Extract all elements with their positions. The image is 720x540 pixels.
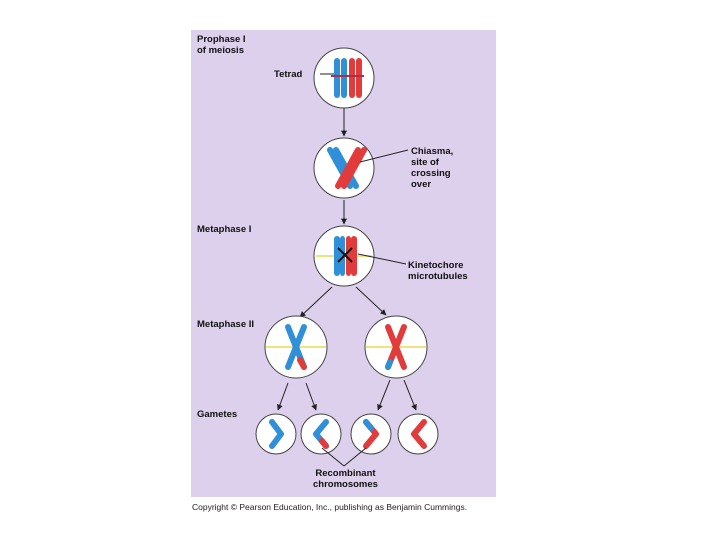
- gamete-2: [300, 413, 342, 455]
- gamete-3: [350, 413, 392, 455]
- chiasma-label: Chiasma, site of crossing over: [411, 146, 454, 190]
- recombinant-leader-right: [343, 447, 367, 467]
- arrow-3: [299, 286, 333, 318]
- chiasma-leader: [359, 149, 409, 163]
- copyright-notice: Copyright © Pearson Education, Inc., pub…: [192, 502, 468, 512]
- stage-label-metaphase-2: Metaphase II: [197, 319, 255, 330]
- stage-label-prophase: Prophase I of meiosis: [197, 34, 246, 56]
- arrow-8: [403, 379, 417, 411]
- cell-metaphase-2-left: [264, 315, 328, 379]
- arrow-6: [305, 382, 317, 411]
- recombinant-leader-left: [321, 447, 345, 467]
- cell-prophase-tetrad: [313, 47, 375, 109]
- arrow-7: [377, 379, 391, 411]
- cell-metaphase-2-right: [364, 315, 428, 379]
- cell-chiasma: [313, 137, 375, 199]
- kinetochore-leader: [357, 253, 407, 265]
- gamete-1: [255, 413, 297, 455]
- kinetochore-label: Kinetochore microtubules: [408, 260, 468, 282]
- tetrad-label: Tetrad: [274, 69, 303, 80]
- gamete-4: [397, 413, 439, 455]
- arrow-5: [277, 382, 289, 411]
- arrow-4: [355, 286, 387, 316]
- stage-label-metaphase-1: Metaphase I: [197, 224, 252, 235]
- recombinant-label: Recombinant chromosomes: [313, 468, 378, 490]
- stage-label-gametes: Gametes: [197, 409, 238, 420]
- cell-metaphase-1: [313, 225, 375, 287]
